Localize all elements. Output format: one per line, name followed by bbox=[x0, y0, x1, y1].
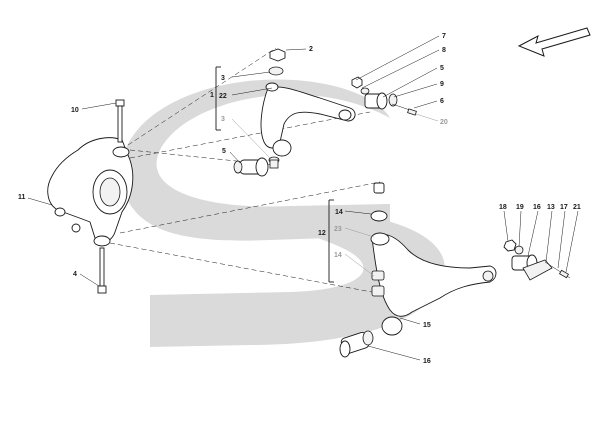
label-15: 15 bbox=[423, 322, 431, 329]
label-13: 13 bbox=[547, 204, 555, 211]
right-side-bushing-group bbox=[503, 239, 571, 281]
bushing-16-lower bbox=[339, 330, 374, 358]
label-5-right: 5 bbox=[440, 65, 444, 72]
bracket-12 bbox=[328, 199, 334, 283]
label-11: 11 bbox=[18, 194, 26, 201]
bushing-5-left bbox=[233, 157, 269, 177]
label-9: 9 bbox=[440, 81, 444, 88]
steering-knuckle bbox=[47, 137, 134, 247]
upper-control-arm bbox=[260, 82, 356, 157]
label-3-lower: 3 bbox=[221, 116, 225, 123]
bolt-4 bbox=[97, 247, 107, 294]
label-12: 12 bbox=[318, 230, 326, 237]
label-16-right: 16 bbox=[533, 204, 541, 211]
label-4: 4 bbox=[73, 271, 77, 278]
label-19: 19 bbox=[516, 204, 524, 211]
watermark-logo bbox=[119, 79, 445, 347]
label-7: 7 bbox=[442, 33, 446, 40]
bolt-10 bbox=[115, 99, 125, 143]
label-16-lower: 16 bbox=[423, 358, 431, 365]
label-1: 1 bbox=[210, 92, 214, 99]
label-10: 10 bbox=[71, 107, 79, 114]
label-22: 22 bbox=[219, 93, 227, 100]
label-14-lower: 14 bbox=[334, 252, 342, 259]
label-2: 2 bbox=[309, 46, 313, 53]
label-21: 21 bbox=[573, 204, 581, 211]
lower-arm-small-parts bbox=[370, 182, 388, 297]
callout-labels: 1 2 3 22 3 10 11 4 5 7 8 5 9 6 20 12 14 … bbox=[18, 33, 581, 365]
upper-right-bushing-group bbox=[351, 76, 417, 116]
lower-control-arm bbox=[370, 232, 497, 336]
direction-arrow-icon bbox=[517, 27, 591, 57]
label-20: 20 bbox=[440, 119, 448, 126]
label-14-upper: 14 bbox=[335, 209, 343, 216]
label-8: 8 bbox=[442, 47, 446, 54]
label-17: 17 bbox=[560, 204, 568, 211]
label-6: 6 bbox=[440, 98, 444, 105]
upper-arm-small-parts bbox=[268, 48, 286, 169]
label-5-left: 5 bbox=[222, 148, 226, 155]
label-3-upper: 3 bbox=[221, 75, 225, 82]
leader-lines bbox=[27, 35, 579, 361]
bracket-1 bbox=[215, 66, 221, 131]
label-18: 18 bbox=[499, 204, 507, 211]
label-23: 23 bbox=[334, 226, 342, 233]
